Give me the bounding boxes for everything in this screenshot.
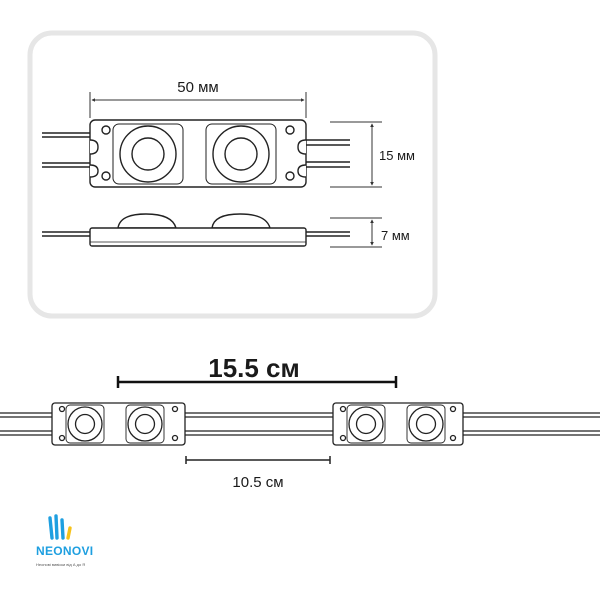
brand-tagline: Неонові вивіски від А до Я [36,562,86,567]
wire-chain [0,412,600,436]
module-side-view [42,213,350,247]
dimension-width [330,121,382,188]
height-label: 7 мм [381,228,410,243]
gap-label: 10.5 см [232,474,283,491]
module-chain-2 [332,402,464,446]
dimension-pitch [116,376,398,388]
dimension-gap [185,456,331,464]
neonovi-logo-icon [48,514,72,540]
module-chain-1 [51,402,186,446]
brand-name: NEONOVI [36,544,93,558]
dimension-length [89,92,307,118]
module-top-view [42,119,350,188]
screw-hole-icon [101,171,111,181]
screw-hole-icon [285,125,295,135]
screw-hole-icon [285,171,295,181]
width-label: 15 мм [379,148,415,163]
dimension-height [330,217,382,248]
screw-hole-icon [101,125,111,135]
length-label: 50 мм [177,79,218,96]
pitch-label: 15.5 см [208,353,300,383]
